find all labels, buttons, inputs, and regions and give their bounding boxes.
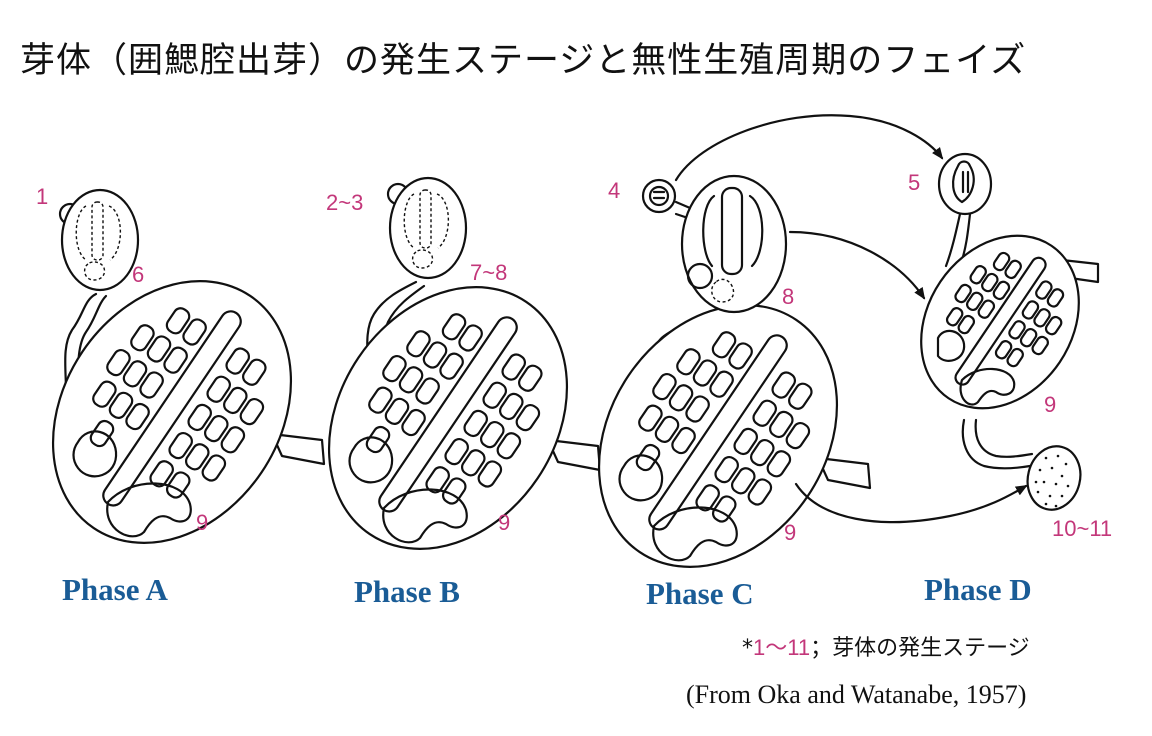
stage-label-a-bud: 1 — [36, 184, 48, 209]
page-title: 芽体（囲鰓腔出芽）の発生ステージと無性生殖周期のフェイズ — [20, 41, 1027, 81]
stage-footnote: *1〜11；芽体の発生ステージ — [742, 630, 1030, 662]
stage-label-c-mid: 8 — [782, 284, 794, 309]
phase-label-b: Phase B — [354, 574, 460, 609]
stage-label-d-bud: 5 — [908, 170, 920, 195]
footnote-asterisk: * — [742, 636, 753, 661]
stage-label-a-adult: 9 — [196, 510, 208, 535]
stage-label-b-mid: 7~8 — [470, 260, 507, 285]
stage-label-c-bud: 4 — [608, 178, 620, 203]
phase-label-d: Phase D — [924, 572, 1032, 607]
phase-c-figure — [549, 174, 887, 614]
stage-label-d-mid: 9 — [1044, 392, 1056, 417]
stage-label-b-adult: 9 — [498, 510, 510, 535]
stage-label-c-adult: 9 — [784, 520, 796, 545]
phase-d-figure — [887, 152, 1113, 511]
footnote-text: ；芽体の発生ステージ — [810, 636, 1030, 661]
phase-label-a: Phase A — [62, 572, 169, 607]
footnote-stage-range: 1〜11 — [753, 635, 811, 660]
phase-a-figure — [3, 188, 341, 590]
stage-label-a-mid: 6 — [132, 262, 144, 287]
phase-label-c: Phase C — [646, 576, 754, 611]
arrow-mid-to-small-adult — [788, 230, 926, 300]
arrow-bud-to-stage5 — [674, 114, 944, 182]
source-citation: (From Oka and Watanabe, 1957) — [686, 680, 1027, 709]
stage-label-b-bud: 2~3 — [326, 190, 363, 215]
phase-b-figure — [279, 176, 617, 596]
arrow-adult-to-egg — [794, 482, 1028, 524]
stage-label-d-egg: 10~11 — [1052, 516, 1112, 541]
